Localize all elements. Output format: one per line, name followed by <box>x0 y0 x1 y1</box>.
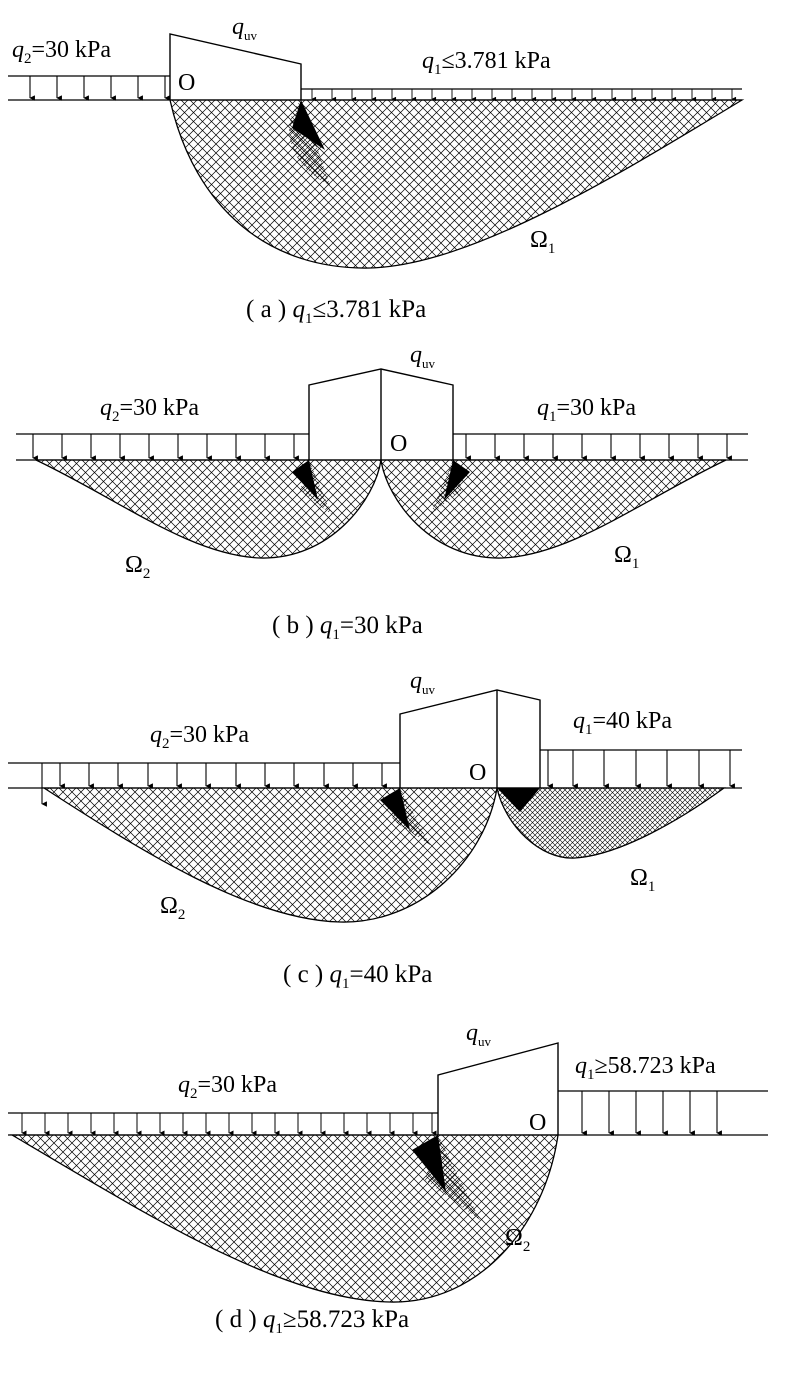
caption-d: ( d ) q1≥58.723 kPa <box>215 1306 409 1337</box>
footing-b <box>308 368 454 460</box>
footing-c <box>399 689 541 788</box>
footing-d <box>437 1042 559 1135</box>
load-arrows-q2-d <box>21 1113 437 1136</box>
q2-label-d: q2=30 kPa <box>178 1072 277 1102</box>
origin-label-c: O <box>469 760 486 786</box>
ground-surface-b <box>16 433 748 461</box>
quv-label-b: quv <box>410 342 436 371</box>
q1-label-b: q1=30 kPa <box>537 395 636 425</box>
q2-label-a: q2=30 kPa <box>12 37 111 67</box>
panel-a: q2=30 kPa quv q1≤3.781 kPa O Ω1 ( a ) q1… <box>8 14 745 327</box>
region-omega2-c: Ω2 <box>160 893 185 923</box>
load-arrows-q1-d <box>581 1091 722 1136</box>
load-arrows-q2-a <box>29 76 170 101</box>
ground-surface-d <box>8 1090 768 1136</box>
quv-label-a: quv <box>232 14 258 43</box>
origin-label-a: O <box>178 70 195 96</box>
quv-label-c: quv <box>410 668 436 697</box>
load-arrows-q2-c <box>41 763 387 807</box>
caption-b: ( b ) q1=30 kPa <box>272 612 423 643</box>
failure-mesh-b <box>35 459 727 559</box>
region-omega1-a: Ω1 <box>530 227 555 257</box>
panel-c: quv q1=40 kPa q2=30 kPa O Ω1 Ω2 ( c ) q1… <box>8 668 742 992</box>
origin-label-d: O <box>529 1110 546 1136</box>
region-omega2-d: Ω2 <box>505 1225 530 1255</box>
load-arrows-q1-b <box>465 434 732 461</box>
q1-label-a: q1≤3.781 kPa <box>422 48 551 78</box>
footing-a <box>169 33 302 100</box>
load-arrows-q2-b <box>32 434 299 461</box>
q1-label-d: q1≥58.723 kPa <box>575 1053 716 1083</box>
failure-mesh-a <box>169 99 745 269</box>
q2-label-c: q2=30 kPa <box>150 722 249 752</box>
caption-a: ( a ) q1≤3.781 kPa <box>246 296 426 327</box>
q1-label-c: q1=40 kPa <box>573 708 672 738</box>
q2-label-b: q2=30 kPa <box>100 395 199 425</box>
load-arrows-q1-c <box>547 750 735 789</box>
failure-mesh-c <box>41 787 726 923</box>
load-arrows-q1-a <box>311 89 737 102</box>
panel-b: quv q2=30 kPa q1=30 kPa O Ω2 Ω1 ( b ) q1… <box>16 342 748 643</box>
caption-c: ( c ) q1=40 kPa <box>283 961 432 992</box>
quv-label-d: quv <box>466 1020 492 1049</box>
region-omega1-b: Ω1 <box>614 542 639 572</box>
origin-label-b: O <box>390 431 407 457</box>
panel-d: quv q1≥58.723 kPa q2=30 kPa O Ω2 ( d ) q… <box>8 1020 768 1337</box>
region-omega2-b: Ω2 <box>125 552 150 582</box>
failure-mesh-d <box>9 1134 559 1303</box>
region-omega1-c: Ω1 <box>630 865 655 895</box>
